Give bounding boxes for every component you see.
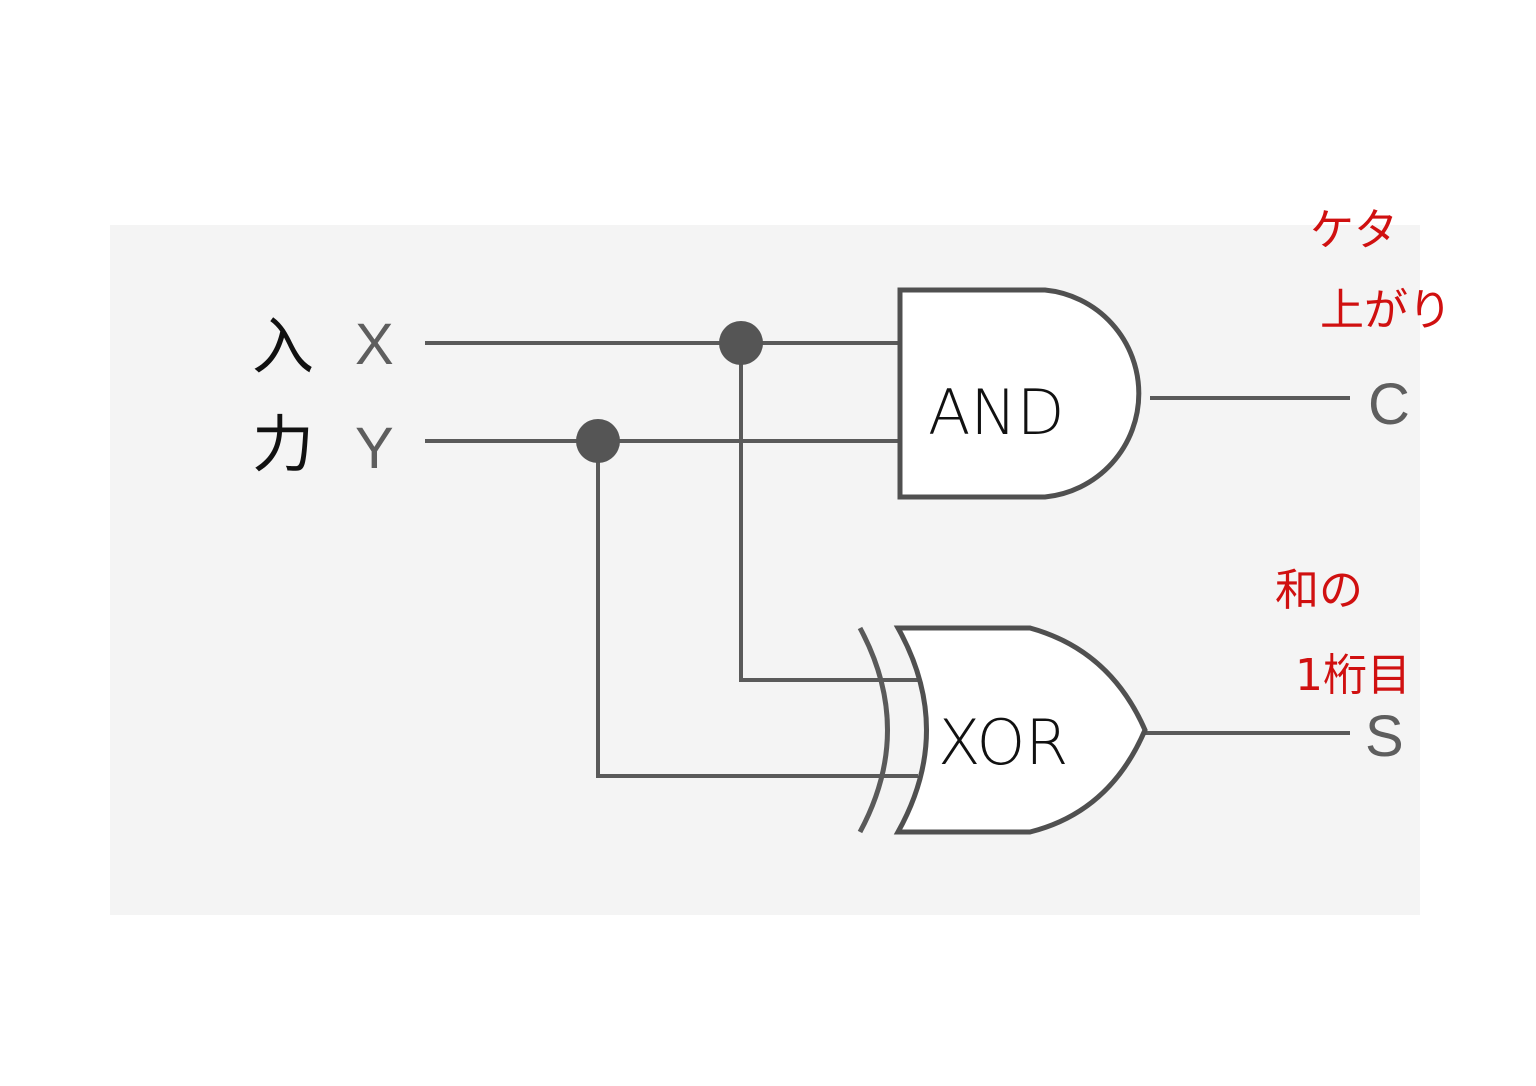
printed-background xyxy=(110,225,1420,915)
junction-dot-y xyxy=(576,419,620,463)
input-annotation-1: 入 xyxy=(252,310,314,383)
carry-annotation-2: 上がり xyxy=(1320,285,1452,336)
output-s-label: S xyxy=(1365,704,1404,769)
and-gate-label: AND xyxy=(928,376,1065,449)
xor-gate-label: XOR xyxy=(938,706,1068,779)
input-x-label: X xyxy=(355,312,394,377)
carry-annotation-1: ケタ xyxy=(1310,205,1398,256)
input-y-label: Y xyxy=(355,416,394,481)
output-c-label: C xyxy=(1368,372,1410,437)
wire-x-to-xor xyxy=(739,343,918,682)
xor-back-curve xyxy=(857,626,890,834)
input-annotation-2: 力 xyxy=(252,408,314,481)
and-gate xyxy=(897,287,1142,500)
sum-annotation-2: 1桁目 xyxy=(1295,650,1411,701)
xor-gate xyxy=(893,625,1148,835)
wire-y-to-xor xyxy=(596,441,918,778)
sum-annotation-1: 和の xyxy=(1275,565,1363,616)
junction-dot-x xyxy=(719,321,763,365)
